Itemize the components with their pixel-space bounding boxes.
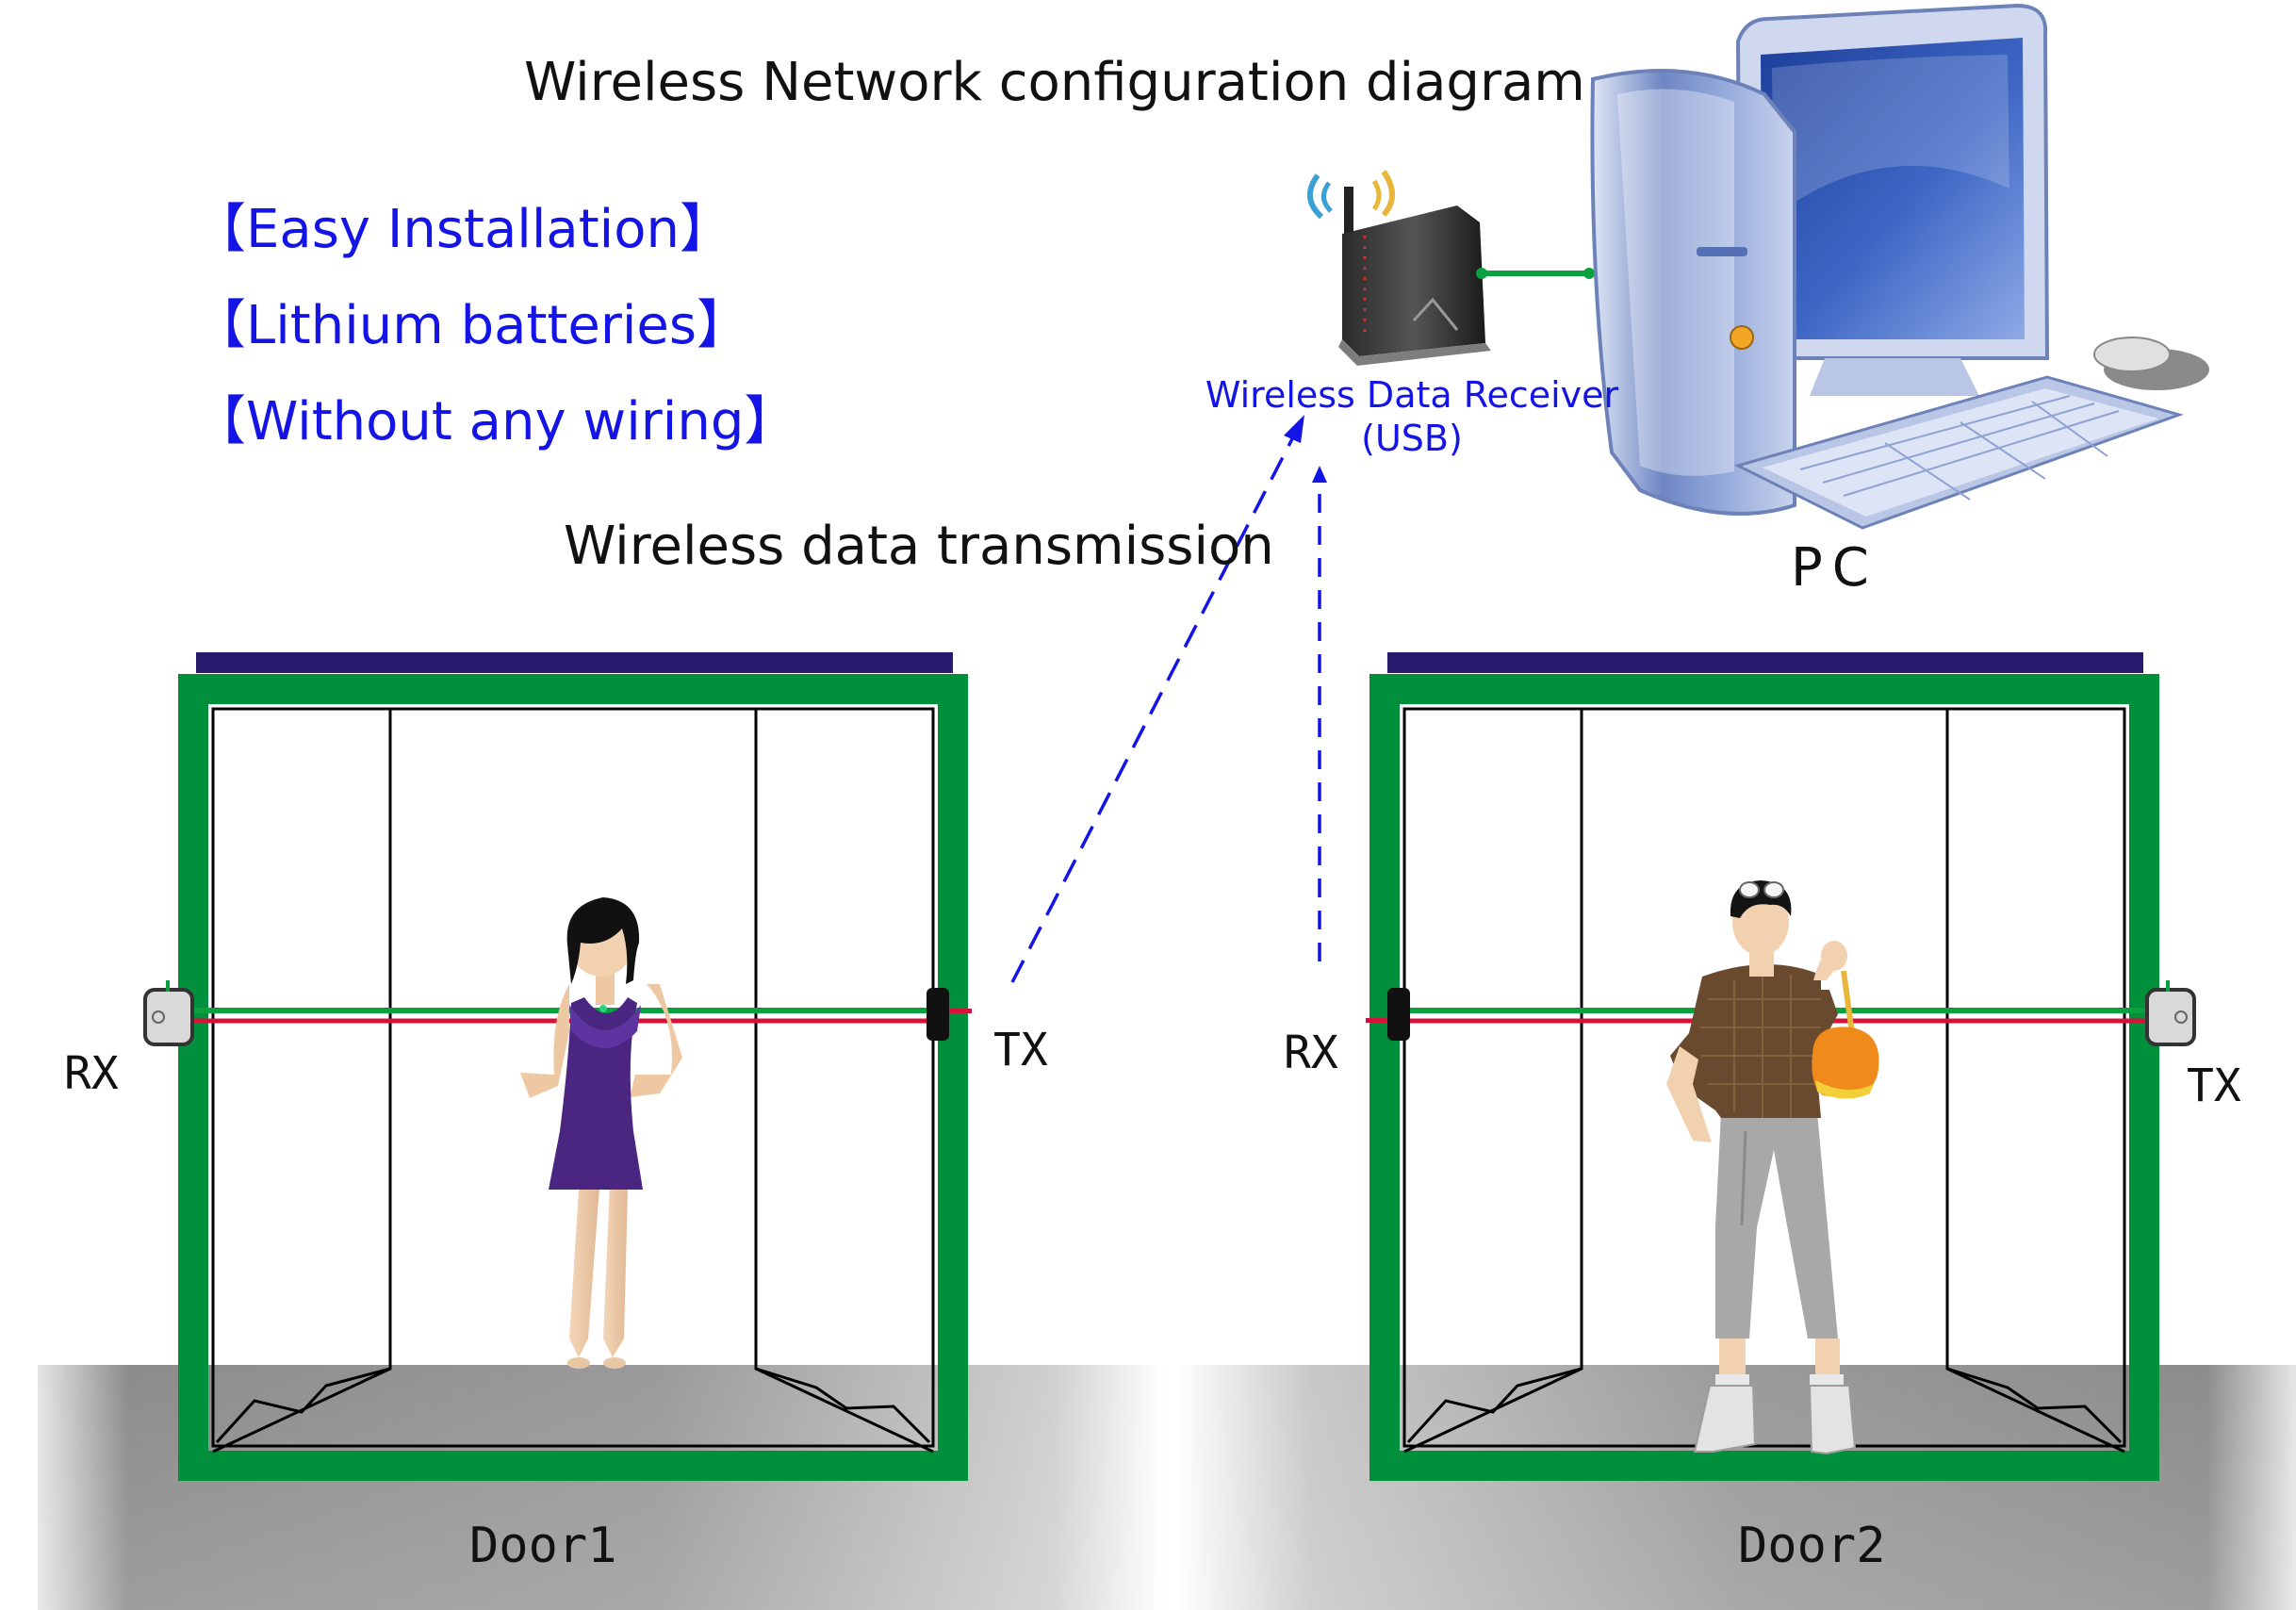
wireless-signal-arrows (1010, 415, 1327, 983)
door-1-rx-sensor (143, 980, 194, 1046)
pc-label: PC (1791, 537, 1878, 599)
door-1-rx-label: RX (64, 1047, 119, 1100)
door-2-rx-sensor (1366, 988, 1410, 1041)
door-1-tx-label: TX (993, 1024, 1048, 1076)
door-2-frame (1369, 674, 2159, 1481)
receiver-name-label: Wireless Data Receiver (1205, 374, 1619, 416)
door-2-right-panel (1945, 707, 2125, 1454)
door-1-label: Door1 (469, 1518, 617, 1574)
floor-left (38, 1365, 1164, 1610)
door-1-right-panel (754, 707, 934, 1454)
door-2-tx-sensor (2145, 980, 2196, 1046)
feature-without-wiring: 【Without any wiring】 (193, 391, 797, 452)
door-2-rx-label: RX (1284, 1027, 1338, 1079)
signal-arrow-door1 (1010, 425, 1301, 983)
door-2-label: Door2 (1738, 1518, 1886, 1574)
receiver-interface-label: (USB) (1361, 418, 1463, 459)
computer-tower (1590, 69, 1796, 516)
pc-illustration (1590, 3, 2209, 530)
transmission-label: Wireless data transmission (564, 516, 1274, 577)
woman-illustration (520, 897, 682, 1369)
diagram-title: Wireless Network configuration diagram (524, 52, 1585, 113)
goggles-icon (1739, 881, 1784, 898)
door-2-header-bar (1387, 652, 2143, 673)
door-2-left-panel (1403, 707, 1583, 1454)
door-1-tx-sensor (927, 988, 972, 1041)
man-illustration (1666, 880, 1879, 1455)
feature-easy-installation: 【Easy Installation】 (193, 199, 732, 260)
door-1 (143, 652, 972, 1481)
door-1-left-panel (212, 707, 392, 1454)
door-1-frame (178, 674, 968, 1481)
feature-lithium-batteries: 【Lithium batteries】 (193, 295, 750, 356)
wireless-receiver-device (1307, 170, 1595, 366)
wifi-signal-icon (1307, 173, 1324, 220)
door-1-header-bar (196, 652, 953, 673)
mouse-icon (2093, 337, 2209, 390)
door-2-tx-label: TX (2187, 1060, 2241, 1112)
